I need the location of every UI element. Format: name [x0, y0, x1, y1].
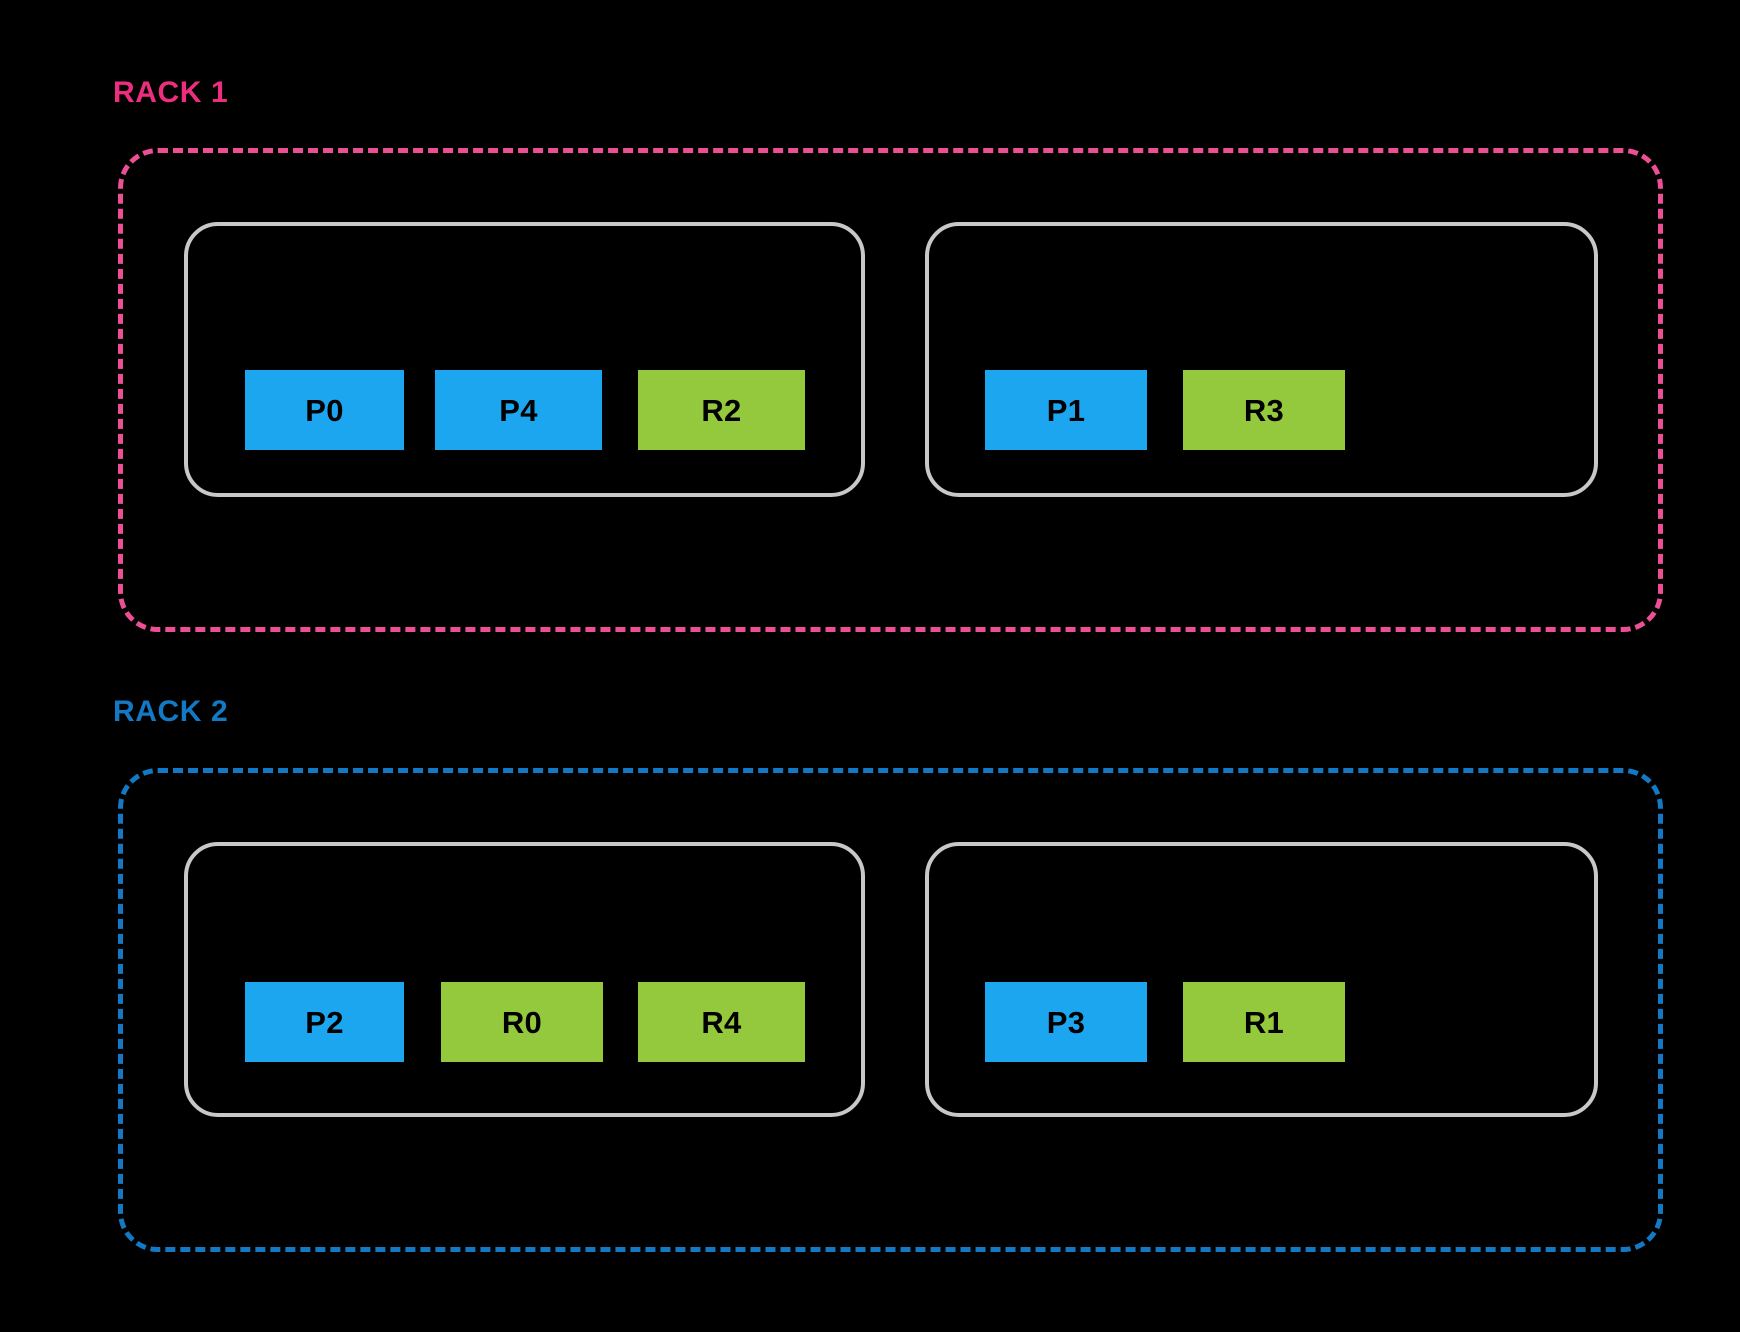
chip-p3[interactable]: P3	[985, 982, 1147, 1062]
chip-r3[interactable]: R3	[1183, 370, 1345, 450]
rack-1-label: RACK 1	[113, 76, 229, 109]
rack-1-boundary	[118, 148, 1663, 632]
rack1-node-1-box[interactable]	[184, 222, 865, 497]
chip-r4[interactable]: R4	[638, 982, 805, 1062]
rack-2-boundary	[118, 768, 1663, 1252]
chip-r1[interactable]: R1	[1183, 982, 1345, 1062]
chip-p4[interactable]: P4	[435, 370, 602, 450]
chip-p0[interactable]: P0	[245, 370, 404, 450]
rack-2-label: RACK 2	[113, 695, 229, 728]
chip-r2[interactable]: R2	[638, 370, 805, 450]
rack1-node-2-box[interactable]	[925, 222, 1598, 497]
rack2-node-2-box[interactable]	[925, 842, 1598, 1117]
rack2-node-1-box[interactable]	[184, 842, 865, 1117]
chip-r0[interactable]: R0	[441, 982, 603, 1062]
rack-group-1: RACK 1 P0 P4 R2 P1 R3	[0, 0, 1740, 640]
chip-p2[interactable]: P2	[245, 982, 404, 1062]
chip-p1[interactable]: P1	[985, 370, 1147, 450]
